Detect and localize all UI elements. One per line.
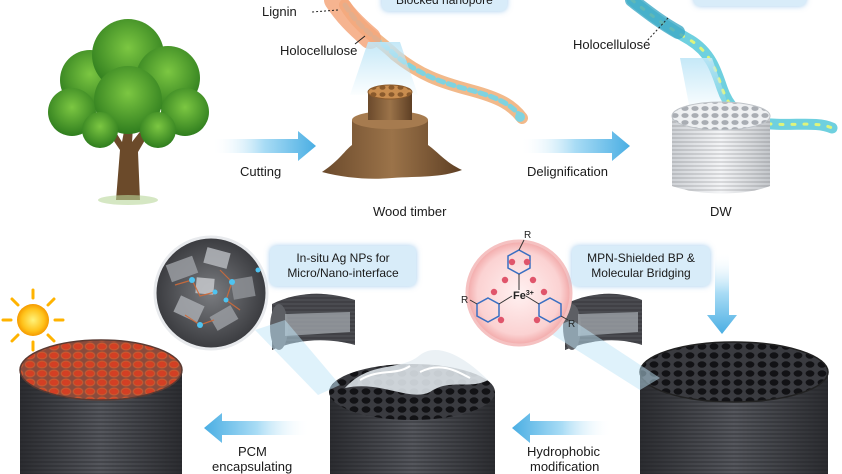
molecule-r-right: R (568, 319, 575, 330)
callout-ag-line1: In-situ Ag NPs for (296, 251, 390, 265)
label-delignification: Delignification (527, 164, 608, 179)
label-encapsulating: encapsulating (212, 459, 293, 474)
label-modification: modification (530, 459, 600, 474)
carbonized-wood-block (639, 341, 829, 474)
pcm-arrow (204, 413, 310, 443)
delignification-arrow (520, 131, 630, 161)
label-top-right-callout (694, 0, 806, 6)
tree-illustration (48, 19, 209, 205)
sem-micrograph-circle (153, 235, 269, 351)
label-holocellulose-right: Holocellulose (573, 37, 651, 52)
molecule-r-top: R (524, 230, 531, 241)
label-lignin: Lignin (262, 4, 297, 19)
label-wood-timber: Wood timber (373, 204, 447, 219)
hydrophobic-arrow (512, 413, 612, 443)
callout-ag-nps: In-situ Ag NPs for Micro/Nano-interface (270, 246, 416, 286)
ag-coated-wood-block (329, 350, 495, 474)
callout-ag-line2: Micro/Nano-interface (287, 266, 399, 280)
pcm-wood-block (19, 339, 183, 474)
fe-complex-molecule-circle (465, 239, 573, 347)
label-blocked-nanopore: Blocked nanopore (382, 0, 507, 11)
cutting-arrow (212, 131, 316, 161)
down-arrow (707, 252, 737, 334)
callout-mpn: MPN-Shielded BP & Molecular Bridging (572, 246, 710, 286)
delignified-wood-block (671, 101, 771, 194)
label-dw: DW (710, 204, 732, 219)
callout-mpn-line1: MPN-Shielded BP & (587, 251, 695, 265)
label-pcm: PCM (238, 444, 267, 459)
molecule-r-left: R (461, 295, 468, 306)
fiber-strand-lignin (324, 0, 528, 124)
label-hydrophobic: Hydrophobic (527, 444, 600, 459)
label-holocellulose-left: Holocellulose (280, 43, 358, 58)
callout-mpn-line2: Molecular Bridging (591, 266, 691, 280)
label-cutting: Cutting (240, 164, 282, 179)
molecule-center-label: Fe3+ (513, 290, 534, 302)
sun-icon (1, 288, 65, 352)
wood-stump-illustration (322, 84, 462, 179)
